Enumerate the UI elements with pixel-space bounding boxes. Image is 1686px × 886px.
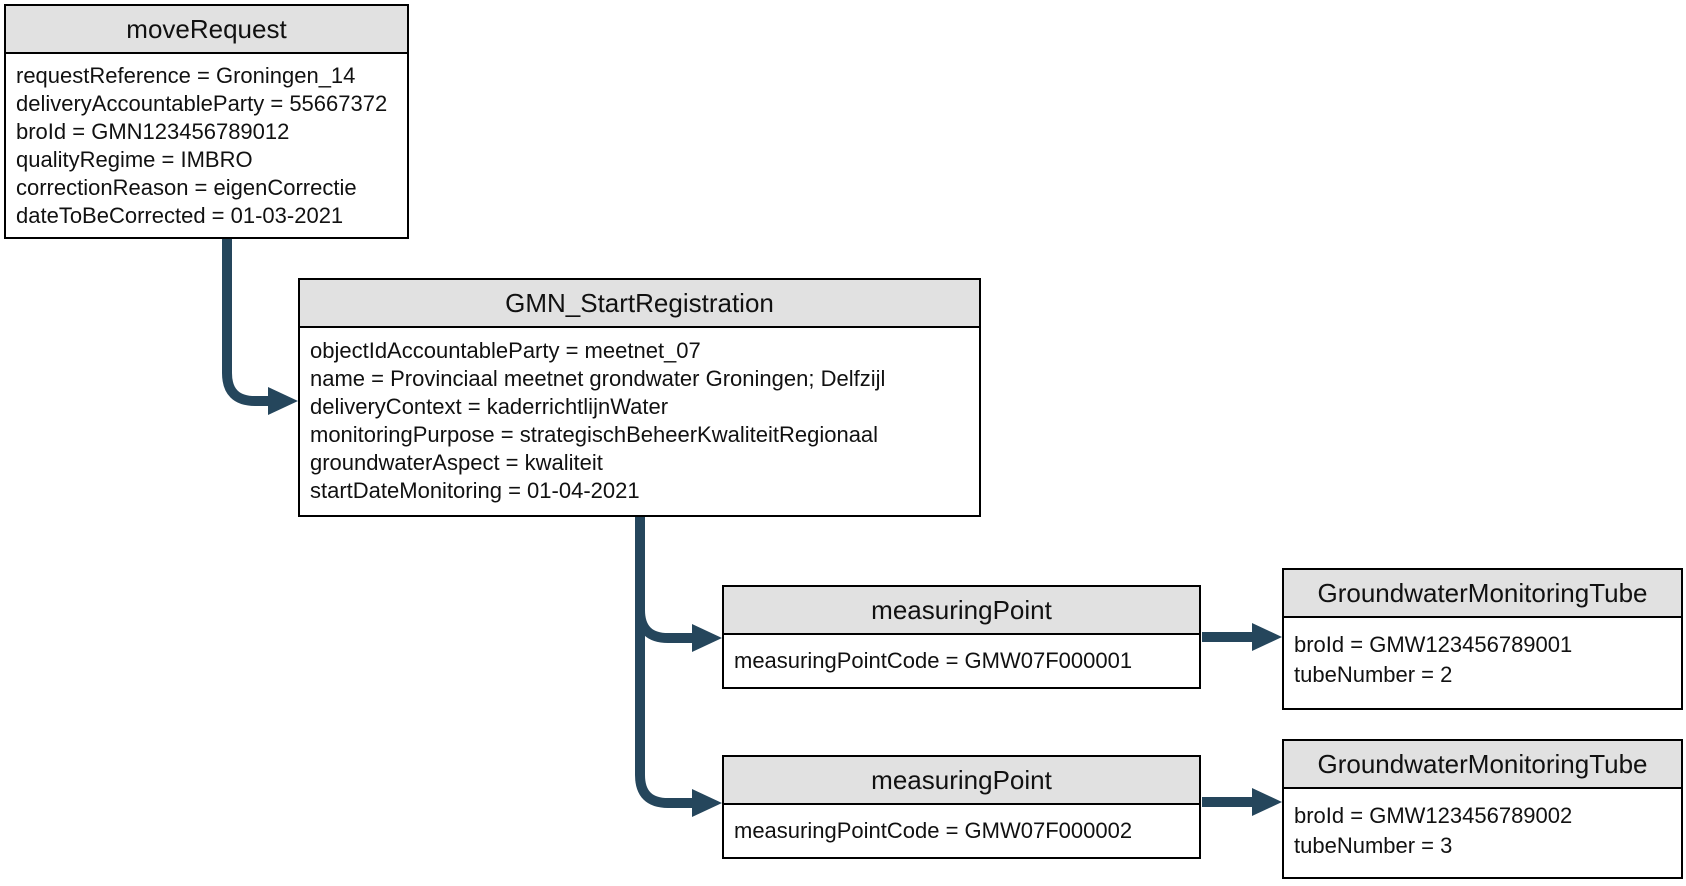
attribute-line: broId = GMW123456789002 [1294, 803, 1573, 828]
node-attributes: broId = GMW123456789001 tubeNumber = 2 [1284, 618, 1681, 698]
node-gmn-start-registration: GMN_StartRegistration objectIdAccountabl… [298, 278, 981, 517]
node-title: measuringPoint [724, 757, 1199, 805]
node-attributes: requestReference = Groningen_14 deliveryA… [6, 54, 407, 238]
attribute-line: name = Provinciaal meetnet grondwater Gr… [310, 366, 886, 391]
attribute-line: tubeNumber = 2 [1294, 662, 1453, 687]
attribute-line: startDateMonitoring = 01-04-2021 [310, 478, 640, 503]
node-attributes: measuringPointCode = GMW07F000002 [724, 805, 1199, 853]
node-groundwater-monitoring-tube-2: GroundwaterMonitoringTube broId = GMW123… [1282, 739, 1683, 879]
node-move-request: moveRequest requestReference = Groningen… [4, 4, 409, 239]
attribute-line: groundwaterAspect = kwaliteit [310, 450, 603, 475]
arrowhead-gmn-to-measuringpoint-2-icon [692, 789, 722, 817]
attribute-line: tubeNumber = 3 [1294, 833, 1453, 858]
node-groundwater-monitoring-tube-1: GroundwaterMonitoringTube broId = GMW123… [1282, 568, 1683, 710]
node-attributes: broId = GMW123456789002 tubeNumber = 3 [1284, 789, 1681, 869]
node-title: moveRequest [6, 6, 407, 54]
attribute-line: measuringPointCode = GMW07F000002 [734, 818, 1133, 843]
node-attributes: measuringPointCode = GMW07F000001 [724, 635, 1199, 683]
attribute-line: objectIdAccountableParty = meetnet_07 [310, 338, 701, 363]
attribute-line: requestReference = Groningen_14 [16, 63, 356, 88]
node-measuring-point-1: measuringPoint measuringPointCode = GMW0… [722, 585, 1201, 689]
node-title: measuringPoint [724, 587, 1199, 635]
attribute-line: broId = GMN123456789012 [16, 119, 290, 144]
attribute-line: deliveryContext = kaderrichtlijnWater [310, 394, 669, 419]
node-title: GroundwaterMonitoringTube [1284, 570, 1681, 618]
node-title: GMN_StartRegistration [300, 280, 979, 328]
attribute-line: qualityRegime = IMBRO [16, 147, 253, 172]
arrowhead-measuringpoint-1-to-tube-1-icon [1252, 623, 1282, 651]
attribute-line: broId = GMW123456789001 [1294, 632, 1573, 657]
arrowhead-gmn-to-measuringpoint-1-icon [692, 624, 722, 652]
connector-gmn-to-measuringpoint-1 [635, 517, 694, 643]
attribute-line: deliveryAccountableParty = 55667372 [16, 91, 388, 116]
attribute-line: monitoringPurpose = strategischBeheerKwa… [310, 422, 879, 447]
attribute-line: measuringPointCode = GMW07F000001 [734, 648, 1133, 673]
attribute-line: correctionReason = eigenCorrectie [16, 175, 357, 200]
attribute-line: dateToBeCorrected = 01-03-2021 [16, 203, 344, 228]
connector-moverequest-to-gmn [222, 239, 270, 406]
node-title: GroundwaterMonitoringTube [1284, 741, 1681, 789]
node-measuring-point-2: measuringPoint measuringPointCode = GMW0… [722, 755, 1201, 859]
connector-gmn-to-measuringpoint-2 [635, 517, 694, 808]
arrowhead-measuringpoint-2-to-tube-2-icon [1252, 788, 1282, 816]
arrowhead-moverequest-to-gmn-icon [268, 387, 298, 415]
